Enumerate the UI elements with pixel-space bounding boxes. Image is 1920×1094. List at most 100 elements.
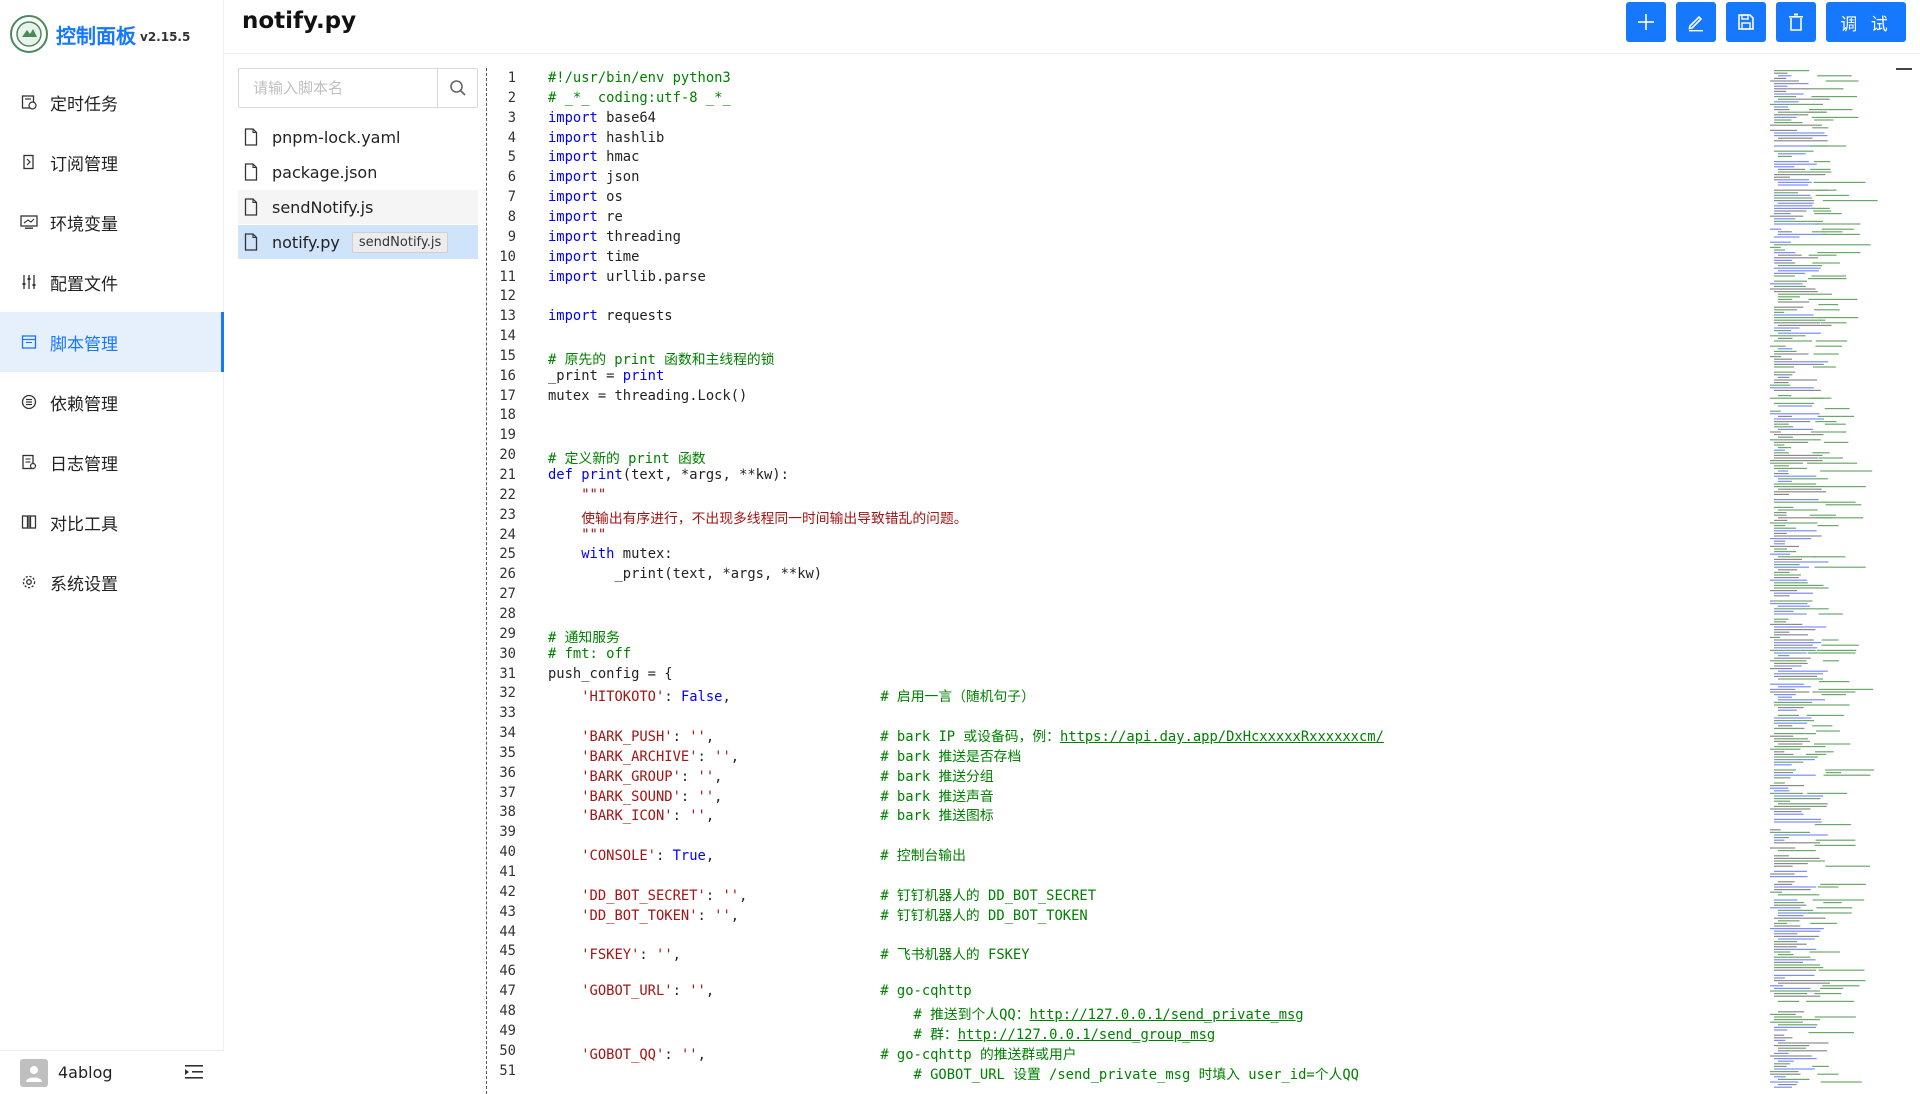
save-button[interactable]	[1726, 2, 1766, 42]
line-number: 12	[499, 288, 516, 305]
script-icon	[20, 333, 38, 351]
line-number: 33	[499, 705, 516, 722]
editor-gutter-divider	[486, 68, 487, 1094]
file-icon	[244, 232, 262, 252]
diff-icon	[20, 513, 38, 531]
code-text: #!/usr/bin/env python3	[548, 70, 731, 86]
code-minimap[interactable]	[1756, 68, 1906, 1094]
code-text: 'HITOKOTO': False, # 启用一言（随机句子）	[581, 689, 1035, 706]
file-list: pnpm-lock.yaml package.json sendNotify.js n…	[238, 120, 478, 259]
code-text: 'BARK_PUSH': '', # bark IP 或设备码，例：https:…	[581, 729, 1384, 746]
page-title: notify.py	[242, 8, 357, 34]
line-number: 39	[499, 824, 516, 841]
line-number: 19	[499, 427, 516, 444]
sidebar-item-8[interactable]: 系统设置	[0, 552, 224, 612]
line-number: 49	[499, 1022, 516, 1039]
sidebar-nav: 定时任务订阅管理环境变量配置文件脚本管理依赖管理日志管理对比工具系统设置	[0, 72, 224, 612]
clock-list-icon	[20, 93, 38, 111]
toolbar: 调 试	[1626, 2, 1906, 42]
line-number: 15	[499, 347, 516, 364]
file-name: sendNotify.js	[272, 197, 374, 217]
code-text: import threading	[548, 228, 681, 245]
code-text: import os	[548, 189, 623, 206]
line-number: 7	[507, 189, 516, 206]
file-name: package.json	[272, 162, 378, 182]
code-text: import time	[548, 248, 640, 265]
collapse-menu-icon[interactable]	[184, 1063, 204, 1085]
code-text: 'DD_BOT_TOKEN': '', # 钉钉机器人的 DD_BOT_TOKE…	[581, 907, 1088, 924]
plus-icon	[1638, 14, 1654, 30]
line-number: 6	[507, 169, 516, 186]
avatar[interactable]	[20, 1058, 48, 1087]
code-text: def print(text, *args, **kw):	[548, 467, 789, 483]
file-item[interactable]: pnpm-lock.yaml	[238, 120, 478, 154]
sidebar-item-label: 脚本管理	[50, 334, 118, 355]
line-number: 28	[499, 605, 516, 622]
line-number: 17	[499, 387, 516, 404]
line-number: 34	[499, 725, 516, 742]
file-item[interactable]: sendNotify.js	[238, 190, 478, 224]
line-number: 27	[499, 586, 516, 603]
sidebar-item-0[interactable]: 定时任务	[0, 72, 224, 132]
code-text: # 原先的 print 函数和主线程的锁	[548, 351, 775, 368]
sidebar: 控制面板 v2.15.5 定时任务订阅管理环境变量配置文件脚本管理依赖管理日志管…	[0, 0, 224, 1094]
subscription-icon	[20, 153, 38, 171]
code-text: _print = print	[548, 367, 665, 384]
code-text: 'CONSOLE': True, # 控制台输出	[581, 848, 966, 865]
code-text: 'BARK_ICON': '', # bark 推送图标	[581, 808, 994, 825]
code-text: push_config = {	[548, 665, 673, 682]
line-number: 3	[507, 109, 516, 126]
code-text: # 群：http://127.0.0.1/send_group_msg	[913, 1026, 1216, 1043]
sidebar-item-label: 定时任务	[50, 94, 118, 115]
line-number: 32	[499, 685, 516, 702]
line-number: 40	[499, 844, 516, 861]
line-number: 46	[499, 963, 516, 980]
sidebar-item-6[interactable]: 日志管理	[0, 432, 224, 492]
file-item[interactable]: package.json	[238, 155, 478, 189]
minimap-scroll-indicator[interactable]	[1896, 68, 1912, 70]
add-button[interactable]	[1626, 2, 1666, 42]
search-button[interactable]	[437, 69, 477, 107]
logo-icon	[10, 15, 48, 53]
code-text: import base64	[548, 109, 656, 126]
line-number: 18	[499, 407, 516, 424]
line-number: 10	[499, 248, 516, 265]
sidebar-item-1[interactable]: 订阅管理	[0, 132, 224, 192]
line-number: 42	[499, 883, 516, 900]
line-number: 38	[499, 804, 516, 821]
sidebar-item-4[interactable]: 脚本管理	[0, 312, 224, 372]
delete-button[interactable]	[1776, 2, 1816, 42]
debug-button[interactable]: 调 试	[1826, 2, 1906, 42]
username[interactable]: 4ablog	[58, 1063, 113, 1082]
line-number: 43	[499, 903, 516, 920]
code-text: _print(text, *args, **kw)	[548, 566, 823, 583]
sidebar-item-2[interactable]: 环境变量	[0, 192, 224, 252]
sidebar-item-label: 日志管理	[50, 454, 118, 475]
line-number: 1	[507, 70, 516, 86]
search-box	[238, 68, 478, 108]
code-text: 'GOBOT_QQ': '', # go-cqhttp 的推送群或用户	[581, 1046, 1077, 1063]
line-number: 37	[499, 784, 516, 801]
file-panel: pnpm-lock.yaml package.json sendNotify.js n…	[238, 68, 478, 260]
file-icon	[244, 197, 262, 217]
code-text: import hmac	[548, 149, 640, 166]
code-text: # 推送到个人QQ：http://127.0.0.1/send_private_…	[913, 1006, 1304, 1023]
line-number: 26	[499, 566, 516, 583]
sidebar-item-label: 配置文件	[50, 274, 118, 295]
search-input[interactable]	[239, 69, 439, 107]
line-number: 30	[499, 645, 516, 662]
sidebar-item-3[interactable]: 配置文件	[0, 252, 224, 312]
code-text: # 通知服务	[548, 629, 620, 646]
sidebar-item-5[interactable]: 依赖管理	[0, 372, 224, 432]
logo-version: v2.15.5	[140, 30, 191, 44]
edit-button[interactable]	[1676, 2, 1716, 42]
code-text: import json	[548, 169, 640, 186]
line-number: 41	[499, 864, 516, 880]
file-icon	[244, 127, 262, 147]
file-icon	[244, 162, 262, 182]
sidebar-item-7[interactable]: 对比工具	[0, 492, 224, 552]
code-text: 'BARK_ARCHIVE': '', # bark 推送是否存档	[581, 748, 1022, 765]
logo[interactable]: 控制面板 v2.15.5	[10, 14, 190, 54]
